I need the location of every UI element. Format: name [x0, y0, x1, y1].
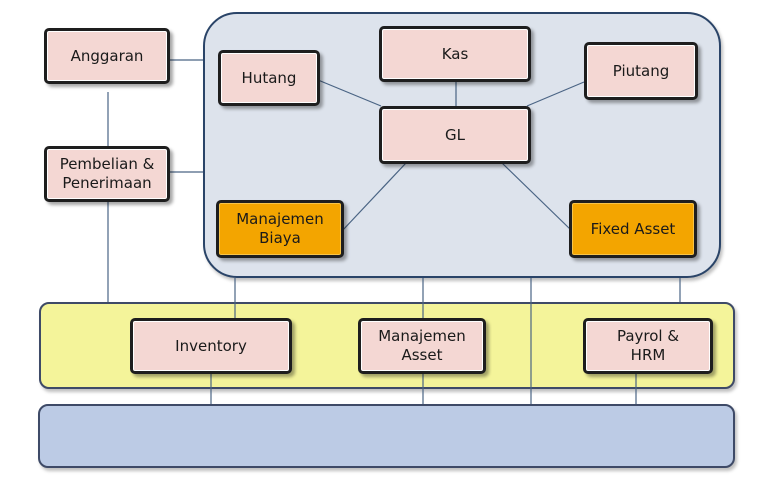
fixed-asset-node: Fixed Asset [569, 200, 697, 258]
hutang-node: Hutang [218, 50, 320, 106]
gl-node: GL [379, 106, 531, 164]
payrol-hrm-node: Payrol & HRM [583, 318, 713, 374]
connector-gl-manajemen-biaya [341, 162, 407, 232]
piutang-node: Piutang [584, 42, 698, 100]
pembelian-penerimaan-node: Pembelian & Penerimaan [44, 146, 170, 202]
manajemen-asset-node: Manajemen Asset [358, 318, 486, 374]
connector-hutang-gl [317, 79, 382, 107]
inventory-node: Inventory [130, 318, 292, 374]
kas-node: Kas [379, 26, 531, 82]
connector-piutang-gl [526, 81, 585, 107]
connector-gl-fixed-asset [501, 162, 572, 231]
anggaran-node: Anggaran [44, 28, 170, 84]
manajemen-biaya-node: Manajemen Biaya [216, 200, 344, 258]
base-band [38, 404, 735, 468]
